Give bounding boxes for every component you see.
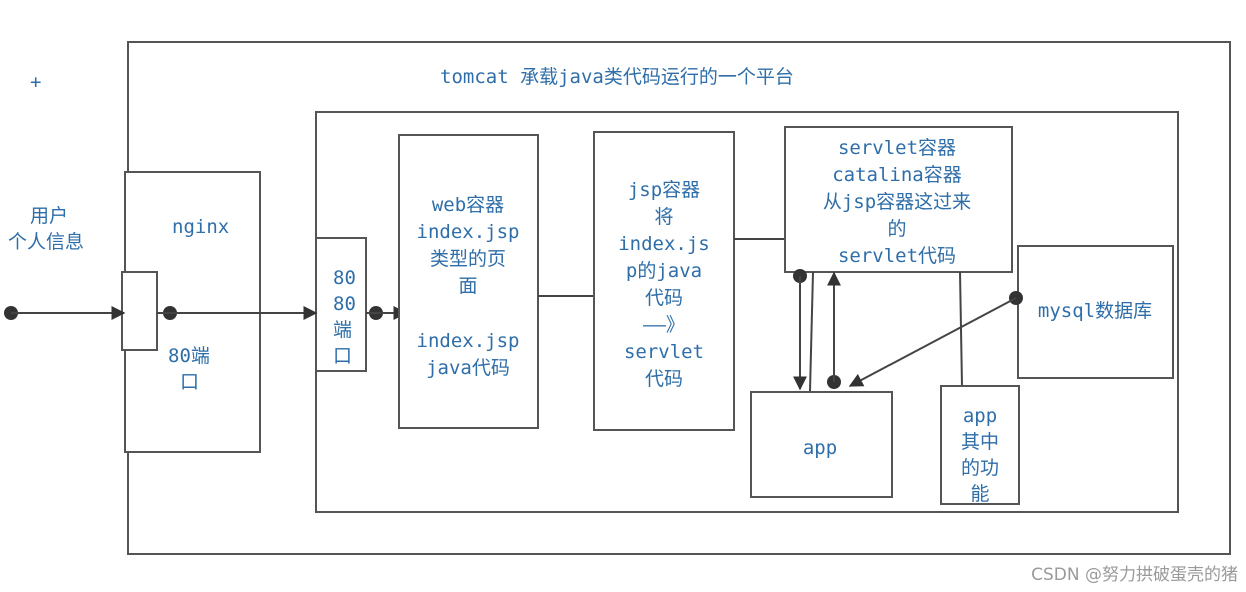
app-label: app — [803, 437, 837, 459]
jsp-container-box — [593, 131, 735, 431]
web-container-line2: index.jsp — [417, 221, 520, 243]
nginx-port-line1: 80端 — [168, 345, 210, 367]
jsp-container-line3: index.js — [618, 233, 710, 255]
servlet-container-line3: 从jsp容器这过来 — [823, 191, 971, 213]
web-container-line4: 面 — [458, 275, 477, 297]
user-label-line1: 用户 — [30, 205, 68, 227]
app-function-line4: 能 — [970, 483, 989, 505]
nginx-port-block — [121, 271, 158, 351]
servlet-container-line5: servlet代码 — [838, 245, 956, 267]
servlet-container-line2: catalina容器 — [832, 164, 962, 186]
user-label-line2: 个人信息 — [8, 231, 84, 253]
jsp-container-line1: jsp容器 — [628, 179, 700, 201]
jsp-container-line6: ——》 — [643, 314, 685, 336]
jsp-container-line8: 代码 — [645, 368, 683, 390]
mysql-box — [1017, 245, 1174, 379]
connector-servlet-appfunc — [959, 271, 963, 387]
jsp-container-line5: 代码 — [645, 287, 683, 309]
web-container-line5: index.jsp — [417, 330, 520, 352]
web-container-line6: java代码 — [426, 357, 510, 379]
app-box — [750, 391, 893, 498]
tomcat-title: tomcat 承载java类代码运行的一个平台 — [440, 66, 794, 88]
app-function-line2: 其中 — [961, 431, 999, 453]
servlet-container-box — [784, 126, 1013, 273]
web-container-line1: web容器 — [432, 194, 504, 216]
app-function-line3: 的功 — [961, 457, 999, 479]
servlet-container-line4: 的 — [887, 218, 906, 240]
web-container-line3: 类型的页 — [430, 248, 506, 270]
port-8080-line3: 端 — [333, 319, 352, 341]
app-function-line1: app — [963, 405, 997, 427]
jsp-container-line2: 将 — [654, 206, 673, 228]
port-8080-line1: 80 — [333, 267, 356, 289]
port-8080-box — [315, 237, 367, 372]
arrow-mysql-to-app — [848, 297, 1017, 387]
web-container-box — [398, 134, 539, 429]
port-8080-line4: 口 — [333, 345, 352, 367]
plus-mark: + — [30, 71, 41, 93]
servlet-app-line — [809, 271, 814, 392]
nginx-port-line2: 口 — [180, 371, 199, 393]
app-function-box — [940, 385, 1020, 505]
csdn-watermark: CSDN @努力拱破蛋壳的猪 — [1031, 565, 1238, 585]
nginx-label: nginx — [172, 216, 229, 238]
port-8080-line2: 80 — [333, 293, 356, 315]
servlet-container-line1: servlet容器 — [838, 137, 956, 159]
jsp-container-line7: servlet — [624, 341, 704, 363]
jsp-container-line4: p的java — [626, 260, 702, 282]
mysql-label: mysql数据库 — [1038, 300, 1152, 322]
